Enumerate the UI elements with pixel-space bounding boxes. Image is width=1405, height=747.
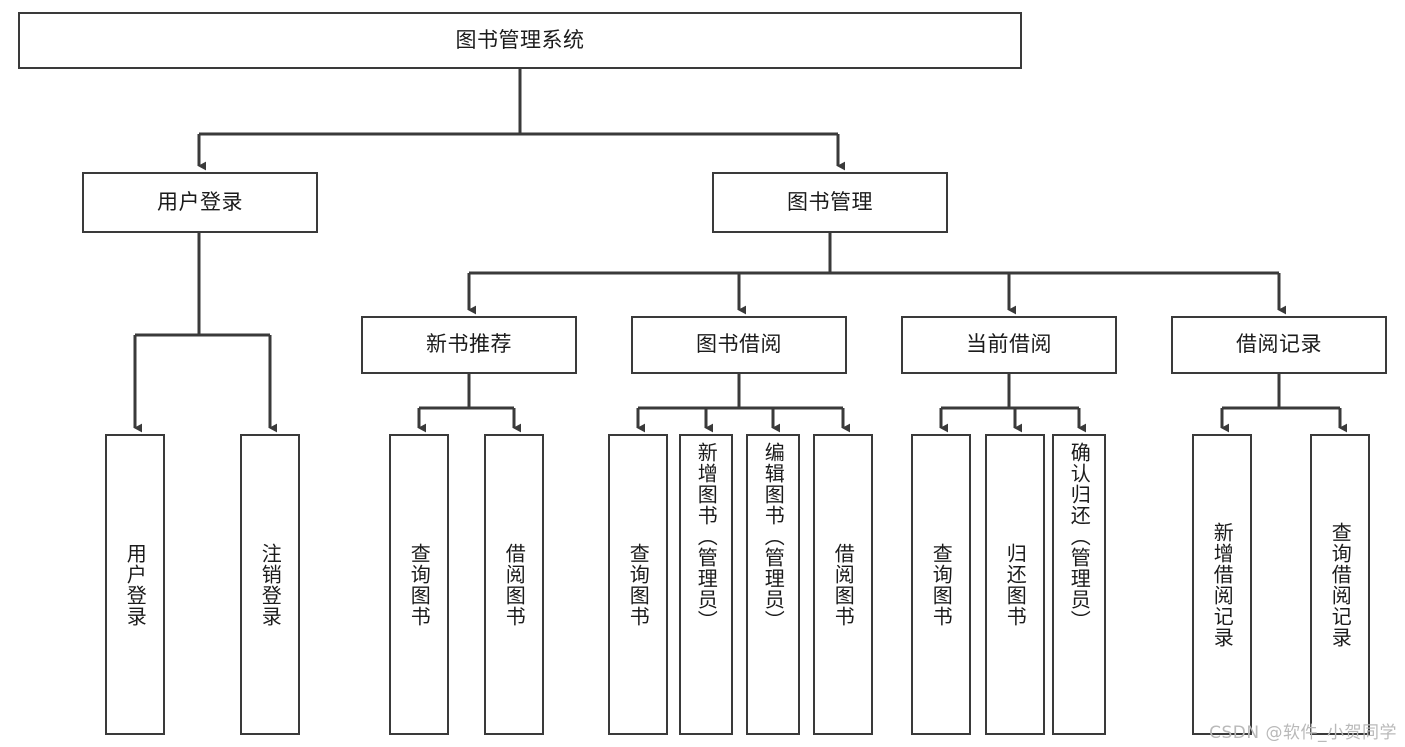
leaf-query-book-rec-label: 查询图书 <box>407 542 432 627</box>
node-borrow-record-label: 借阅记录 <box>1236 332 1322 357</box>
leaf-query-book-rec[interactable]: 查询图书 <box>389 434 449 735</box>
leaf-edit-book-admin[interactable]: 编辑图书（管理员） <box>746 434 800 735</box>
leaf-user-login-label: 用户登录 <box>123 542 148 627</box>
leaf-borrow-book-rec[interactable]: 借阅图书 <box>484 434 544 735</box>
leaf-borrow-book[interactable]: 借阅图书 <box>813 434 873 735</box>
leaf-edit-book-admin-label: 编辑图书（管理员） <box>761 442 786 631</box>
leaf-user-login[interactable]: 用户登录 <box>105 434 165 735</box>
leaf-add-borrow-record[interactable]: 新增借阅记录 <box>1192 434 1252 735</box>
leaf-return-book[interactable]: 归还图书 <box>985 434 1045 735</box>
node-borrow-record[interactable]: 借阅记录 <box>1171 316 1387 374</box>
node-root-label: 图书管理系统 <box>455 27 585 52</box>
node-new-book-recommend-label: 新书推荐 <box>426 332 512 357</box>
leaf-borrow-book-label: 借阅图书 <box>831 542 856 627</box>
leaf-confirm-return-admin-label: 确认归还（管理员） <box>1067 442 1092 631</box>
node-current-borrow-label: 当前借阅 <box>966 332 1052 357</box>
leaf-borrow-book-rec-label: 借阅图书 <box>502 542 527 627</box>
node-user-login-label: 用户登录 <box>157 189 243 214</box>
node-book-manage[interactable]: 图书管理 <box>712 172 948 233</box>
leaf-confirm-return-admin[interactable]: 确认归还（管理员） <box>1052 434 1106 735</box>
leaf-user-logout[interactable]: 注销登录 <box>240 434 300 735</box>
node-user-login[interactable]: 用户登录 <box>82 172 318 233</box>
leaf-return-book-label: 归还图书 <box>1003 542 1028 627</box>
leaf-add-borrow-record-label: 新增借阅记录 <box>1210 521 1235 648</box>
leaf-add-book-admin-label: 新增图书（管理员） <box>694 442 719 631</box>
leaf-query-book-cur-label: 查询图书 <box>929 542 954 627</box>
leaf-query-book-cur[interactable]: 查询图书 <box>911 434 971 735</box>
leaf-query-borrow-record-label: 查询借阅记录 <box>1328 521 1353 648</box>
node-book-borrow[interactable]: 图书借阅 <box>631 316 847 374</box>
leaf-add-book-admin[interactable]: 新增图书（管理员） <box>679 434 733 735</box>
node-book-borrow-label: 图书借阅 <box>696 332 782 357</box>
node-current-borrow[interactable]: 当前借阅 <box>901 316 1117 374</box>
leaf-query-book-borrow-label: 查询图书 <box>626 542 651 627</box>
leaf-user-logout-label: 注销登录 <box>258 542 283 627</box>
node-new-book-recommend[interactable]: 新书推荐 <box>361 316 577 374</box>
node-book-manage-label: 图书管理 <box>787 189 873 214</box>
leaf-query-borrow-record[interactable]: 查询借阅记录 <box>1310 434 1370 735</box>
leaf-query-book-borrow[interactable]: 查询图书 <box>608 434 668 735</box>
node-root[interactable]: 图书管理系统 <box>18 12 1022 69</box>
